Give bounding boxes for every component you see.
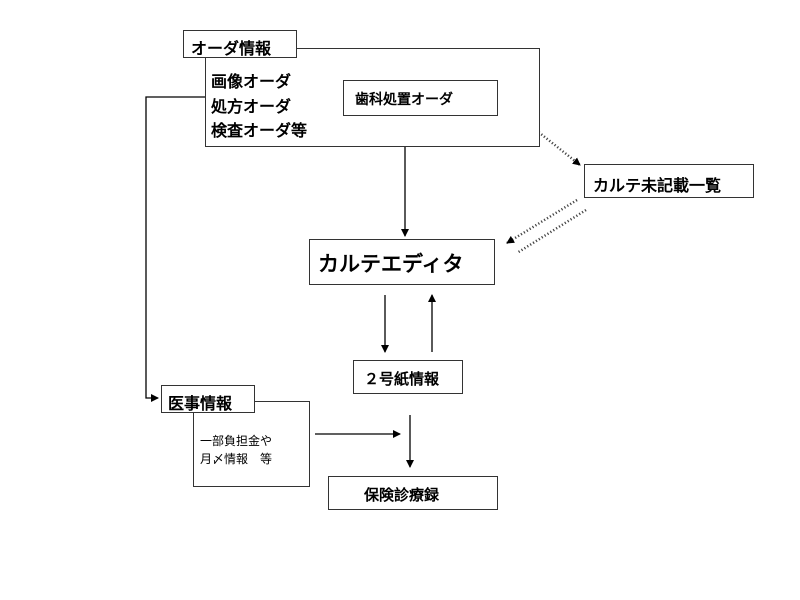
dotted-arrow-list-to-editor xyxy=(506,198,578,245)
medical-info-title: 医事情報 xyxy=(168,394,233,413)
order-item-prescription: 処方オーダ xyxy=(211,97,292,116)
unrecorded-list-box: カルテ未記載一覧 xyxy=(584,164,754,198)
order-info-title: オーダ情報 xyxy=(191,39,272,58)
order-item-lab: 検査オーダ等 xyxy=(211,121,308,140)
chart-editor-label: カルテエディタ xyxy=(318,252,464,276)
dental-order-label: 歯科処置オーダ xyxy=(355,92,453,108)
medical-detail-box: 一部負担金や 月〆情報 等 xyxy=(193,401,310,487)
insurance-record-box: 保険診療録 xyxy=(328,476,498,510)
unrecorded-list-label: カルテ未記載一覧 xyxy=(593,176,722,195)
dental-order-box: 歯科処置オーダ xyxy=(343,80,498,116)
medical-info-title-box: 医事情報 xyxy=(161,385,255,413)
insurance-record-label: 保険診療録 xyxy=(364,486,440,504)
chart-editor-box: カルテエディタ xyxy=(309,239,495,285)
order-info-title-box: オーダ情報 xyxy=(183,30,297,58)
order-item-imaging: 画像オーダ xyxy=(211,72,292,91)
form2-info-box: ２号紙情報 xyxy=(353,360,463,394)
medical-detail-line-1: 一部負担金や xyxy=(200,434,273,448)
medical-detail-line-2: 月〆情報 等 xyxy=(200,452,273,466)
arrow-order-to-medical xyxy=(145,96,205,402)
form2-info-label: ２号紙情報 xyxy=(364,370,440,388)
